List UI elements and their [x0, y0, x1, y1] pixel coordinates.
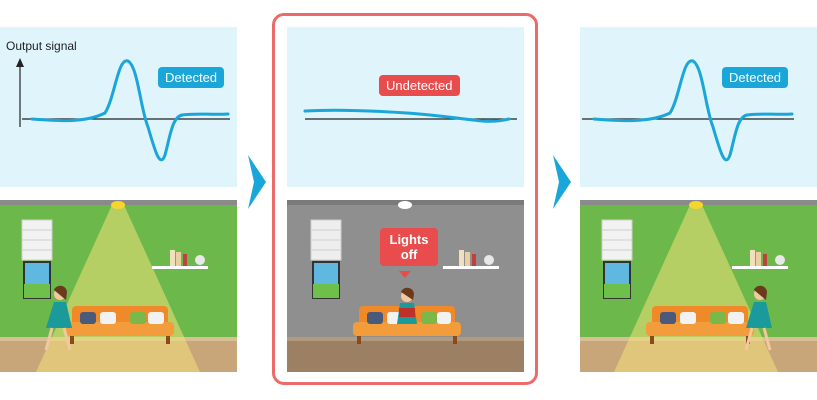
signal-wave-1 [30, 59, 230, 162]
room-illustration-3 [580, 200, 817, 372]
room-illustration-1 [0, 200, 237, 372]
signal-plot-1 [16, 58, 230, 162]
baseboard [287, 337, 524, 341]
y-axis-label: Output signal [6, 39, 77, 53]
signal-wave-2 [303, 108, 511, 123]
sofa-seat [353, 322, 461, 336]
lights-off-pointer [399, 271, 411, 278]
lights-off-label: Lights off [380, 228, 438, 266]
floor [287, 340, 524, 372]
status-badge: Undetected [379, 75, 460, 96]
room-scene-2: Lights off [287, 200, 524, 372]
wall-shelf [152, 266, 208, 269]
sofa-seat [66, 322, 174, 336]
signal-chart-1: Output signal Detected [0, 27, 237, 187]
signal-plot-3 [582, 59, 794, 162]
step-arrow-1 [248, 155, 266, 209]
ceiling-lamp [111, 201, 125, 209]
signal-chart-2: Undetected [287, 27, 524, 187]
book [399, 308, 415, 317]
signal-chart-3: Detected [580, 27, 817, 187]
room-scene-3 [580, 200, 817, 372]
ceiling-lamp-off [398, 201, 412, 209]
highlight-frame [272, 13, 538, 385]
lights-off-line-2: off [400, 247, 418, 262]
wall-shelf [732, 266, 788, 269]
wall-shelf [443, 266, 499, 269]
signal-wave-3 [592, 59, 794, 162]
room-scene-1 [0, 200, 237, 372]
signal-plot-2 [303, 108, 517, 123]
lights-off-line-1: Lights [389, 232, 429, 247]
status-badge: Detected [158, 67, 225, 88]
room-illustration-2 [287, 200, 524, 372]
ceiling-lamp [689, 201, 703, 209]
y-axis-arrowhead [16, 58, 24, 67]
step-arrow-2 [553, 155, 571, 209]
status-badge: Detected [722, 67, 789, 88]
sofa-seat [646, 322, 754, 336]
